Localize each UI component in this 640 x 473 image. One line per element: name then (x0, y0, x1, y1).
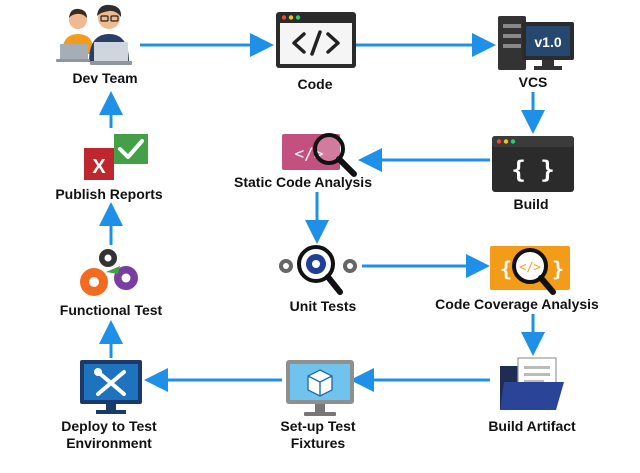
deploy-label-line-1: Deploy to Test (61, 418, 157, 434)
label-static-code-analysis: Static Code Analysis (234, 174, 372, 190)
folder-document-icon (500, 357, 564, 410)
gear-magnifier-icon (279, 245, 357, 295)
deploy-label-line-2: Environment (66, 435, 152, 451)
setup-label-line-1: Set-up Test (280, 418, 356, 434)
svg-text:{ }: { } (511, 156, 554, 184)
label-setup-test-fixtures: Set-up Test Fixtures (280, 418, 355, 452)
code-window-icon (276, 12, 356, 68)
developers-icon (56, 4, 132, 65)
label-unit-tests: Unit Tests (289, 298, 357, 314)
svg-text:}: } (552, 257, 564, 281)
gears-icon (80, 249, 138, 296)
label-build: Build (513, 196, 549, 212)
svg-text:{: { (500, 257, 512, 281)
setup-label-line-2: Fixtures (290, 435, 346, 451)
label-vcs: VCS (518, 74, 548, 90)
coverage-magnifier-icon: { } </> (490, 246, 570, 295)
label-publish-reports: Publish Reports (55, 186, 163, 202)
report-check-icon: X (84, 134, 148, 180)
server-version-icon: v1.0 (498, 16, 574, 70)
label-code-coverage-analysis: Code Coverage Analysis (435, 296, 599, 312)
code-magnifier-icon: </> (282, 133, 357, 177)
vcs-version-badge: v1.0 (534, 34, 561, 50)
build-window-icon: { } (492, 136, 574, 192)
tools-monitor-icon (80, 360, 142, 414)
label-code: Code (297, 76, 333, 92)
label-deploy: Deploy to Test Environment (61, 418, 156, 452)
label-build-artifact: Build Artifact (488, 418, 576, 434)
monitor-box-icon (286, 360, 354, 416)
label-functional-test: Functional Test (59, 302, 163, 318)
label-dev-team: Dev Team (72, 70, 138, 86)
svg-text:X: X (92, 156, 106, 178)
svg-text:</>: </> (519, 260, 541, 274)
